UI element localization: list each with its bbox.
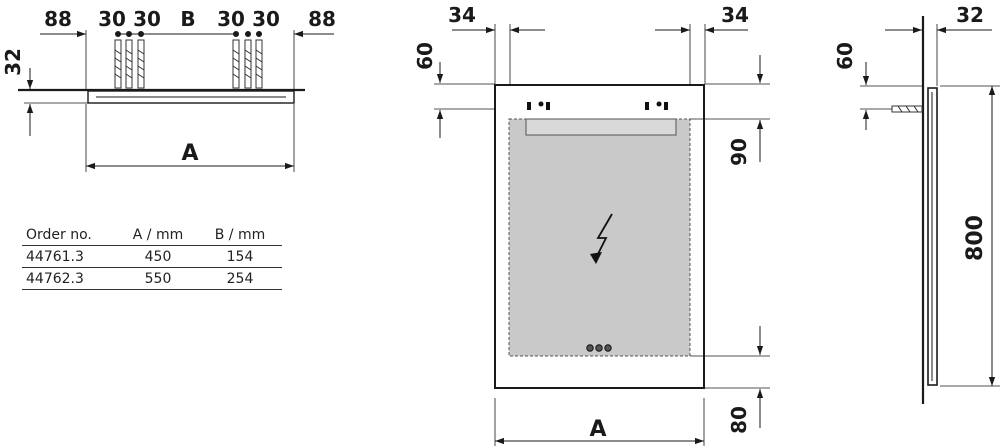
dim-800: 800 <box>963 215 988 261</box>
dim-30-r1: 30 <box>217 7 245 31</box>
header-a-mm: A / mm <box>118 224 200 246</box>
header-b-mm: B / mm <box>200 224 282 246</box>
dim-60-side: 60 <box>833 42 857 70</box>
light-strip <box>525 118 677 136</box>
cell-b: 154 <box>200 245 282 268</box>
dim-90: 90 <box>727 138 751 166</box>
dim-80: 80 <box>727 406 751 434</box>
top-switch-right <box>645 101 668 110</box>
dim-30-l2: 30 <box>133 7 161 31</box>
dim-30-r2: 30 <box>252 7 280 31</box>
dim-a-front: A <box>589 417 606 442</box>
front-view: 34 34 60 <box>413 3 770 446</box>
hole-markers <box>115 31 262 37</box>
dim-b: B <box>180 7 195 31</box>
table-header-row: Order no. A / mm B / mm <box>22 224 282 246</box>
table-row: 44761.3 450 154 <box>22 245 282 268</box>
dim-32-top: 32 <box>1 48 25 76</box>
order-table: Order no. A / mm B / mm 44761.3 450 154 … <box>22 224 282 290</box>
cell-order-no: 44761.3 <box>22 245 118 268</box>
dim-34-right: 34 <box>721 3 749 27</box>
header-order-no: Order no. <box>22 224 118 246</box>
wall-anchors <box>114 39 263 89</box>
side-view: 32 60 800 <box>833 3 1000 404</box>
cell-a: 550 <box>118 267 200 290</box>
lightning-icon <box>590 213 613 264</box>
cell-a: 450 <box>118 245 200 268</box>
table-row: 44762.3 550 254 <box>22 267 282 290</box>
dim-a-top: A <box>181 141 198 166</box>
top-view: 88 30 30 B 30 30 88 <box>1 7 336 172</box>
cell-order-no: 44762.3 <box>22 267 118 290</box>
top-switch-left <box>527 101 550 110</box>
dim-88-right: 88 <box>308 7 336 31</box>
dim-30-l1: 30 <box>98 7 126 31</box>
dim-88-left: 88 <box>44 7 72 31</box>
dim-32-side: 32 <box>956 3 984 27</box>
side-anchor <box>891 105 923 113</box>
cell-b: 254 <box>200 267 282 290</box>
dim-34-left: 34 <box>448 3 476 27</box>
touch-buttons <box>586 344 612 352</box>
dim-60-front: 60 <box>413 42 437 70</box>
